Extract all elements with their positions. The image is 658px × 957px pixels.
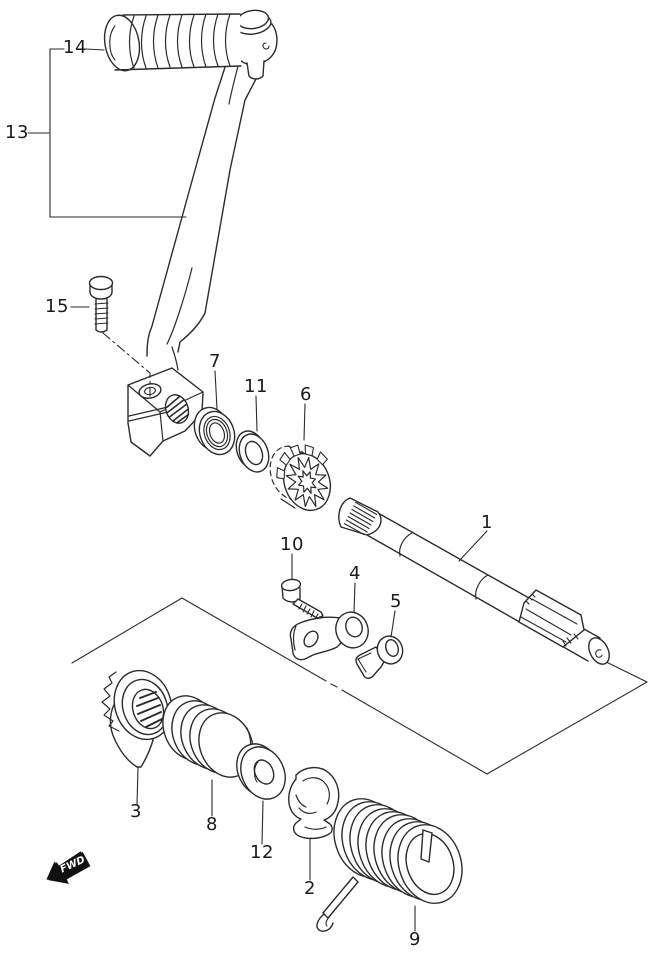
part-label-7: 7 — [209, 351, 221, 372]
lever-head — [230, 9, 278, 80]
part-11-washer — [235, 430, 270, 473]
part-3-idle-gear — [101, 669, 173, 768]
part-label-13: 13 — [5, 122, 29, 143]
part-7-seal — [193, 406, 236, 456]
part-4-guide — [289, 611, 369, 661]
part-6-ratchet-gear — [269, 444, 332, 512]
part-label-6: 6 — [300, 384, 312, 405]
part-label-5: 5 — [390, 591, 402, 612]
part-label-9: 9 — [409, 929, 421, 950]
part-label-8: 8 — [206, 814, 218, 835]
part-label-15: 15 — [45, 296, 69, 317]
part-12-washer — [236, 743, 286, 800]
part-5-stopper — [355, 635, 404, 679]
part-label-12: 12 — [250, 842, 274, 863]
leader-lines — [27, 48, 488, 932]
fwd-badge: FWD — [46, 851, 91, 884]
part-label-11: 11 — [244, 376, 268, 397]
part-14-grip — [103, 13, 242, 72]
part-label-4: 4 — [349, 563, 361, 584]
assembly-plane-lines — [71, 597, 648, 775]
part-10-bolt — [280, 578, 324, 620]
part-label-3: 3 — [130, 801, 142, 822]
part-label-1: 1 — [481, 512, 493, 533]
part-15-bolt — [88, 275, 151, 398]
part-8-spring — [162, 695, 254, 778]
part-label-14: 14 — [63, 37, 87, 58]
part-label-10: 10 — [280, 534, 304, 555]
part-2-clip — [288, 766, 340, 840]
part-13-lever — [146, 60, 258, 371]
part-1-shaft — [338, 497, 610, 665]
part-9-return-spring — [316, 798, 463, 932]
lever-boss — [127, 367, 204, 457]
part-label-2: 2 — [304, 878, 316, 899]
fwd-arrow-icon — [46, 851, 89, 884]
